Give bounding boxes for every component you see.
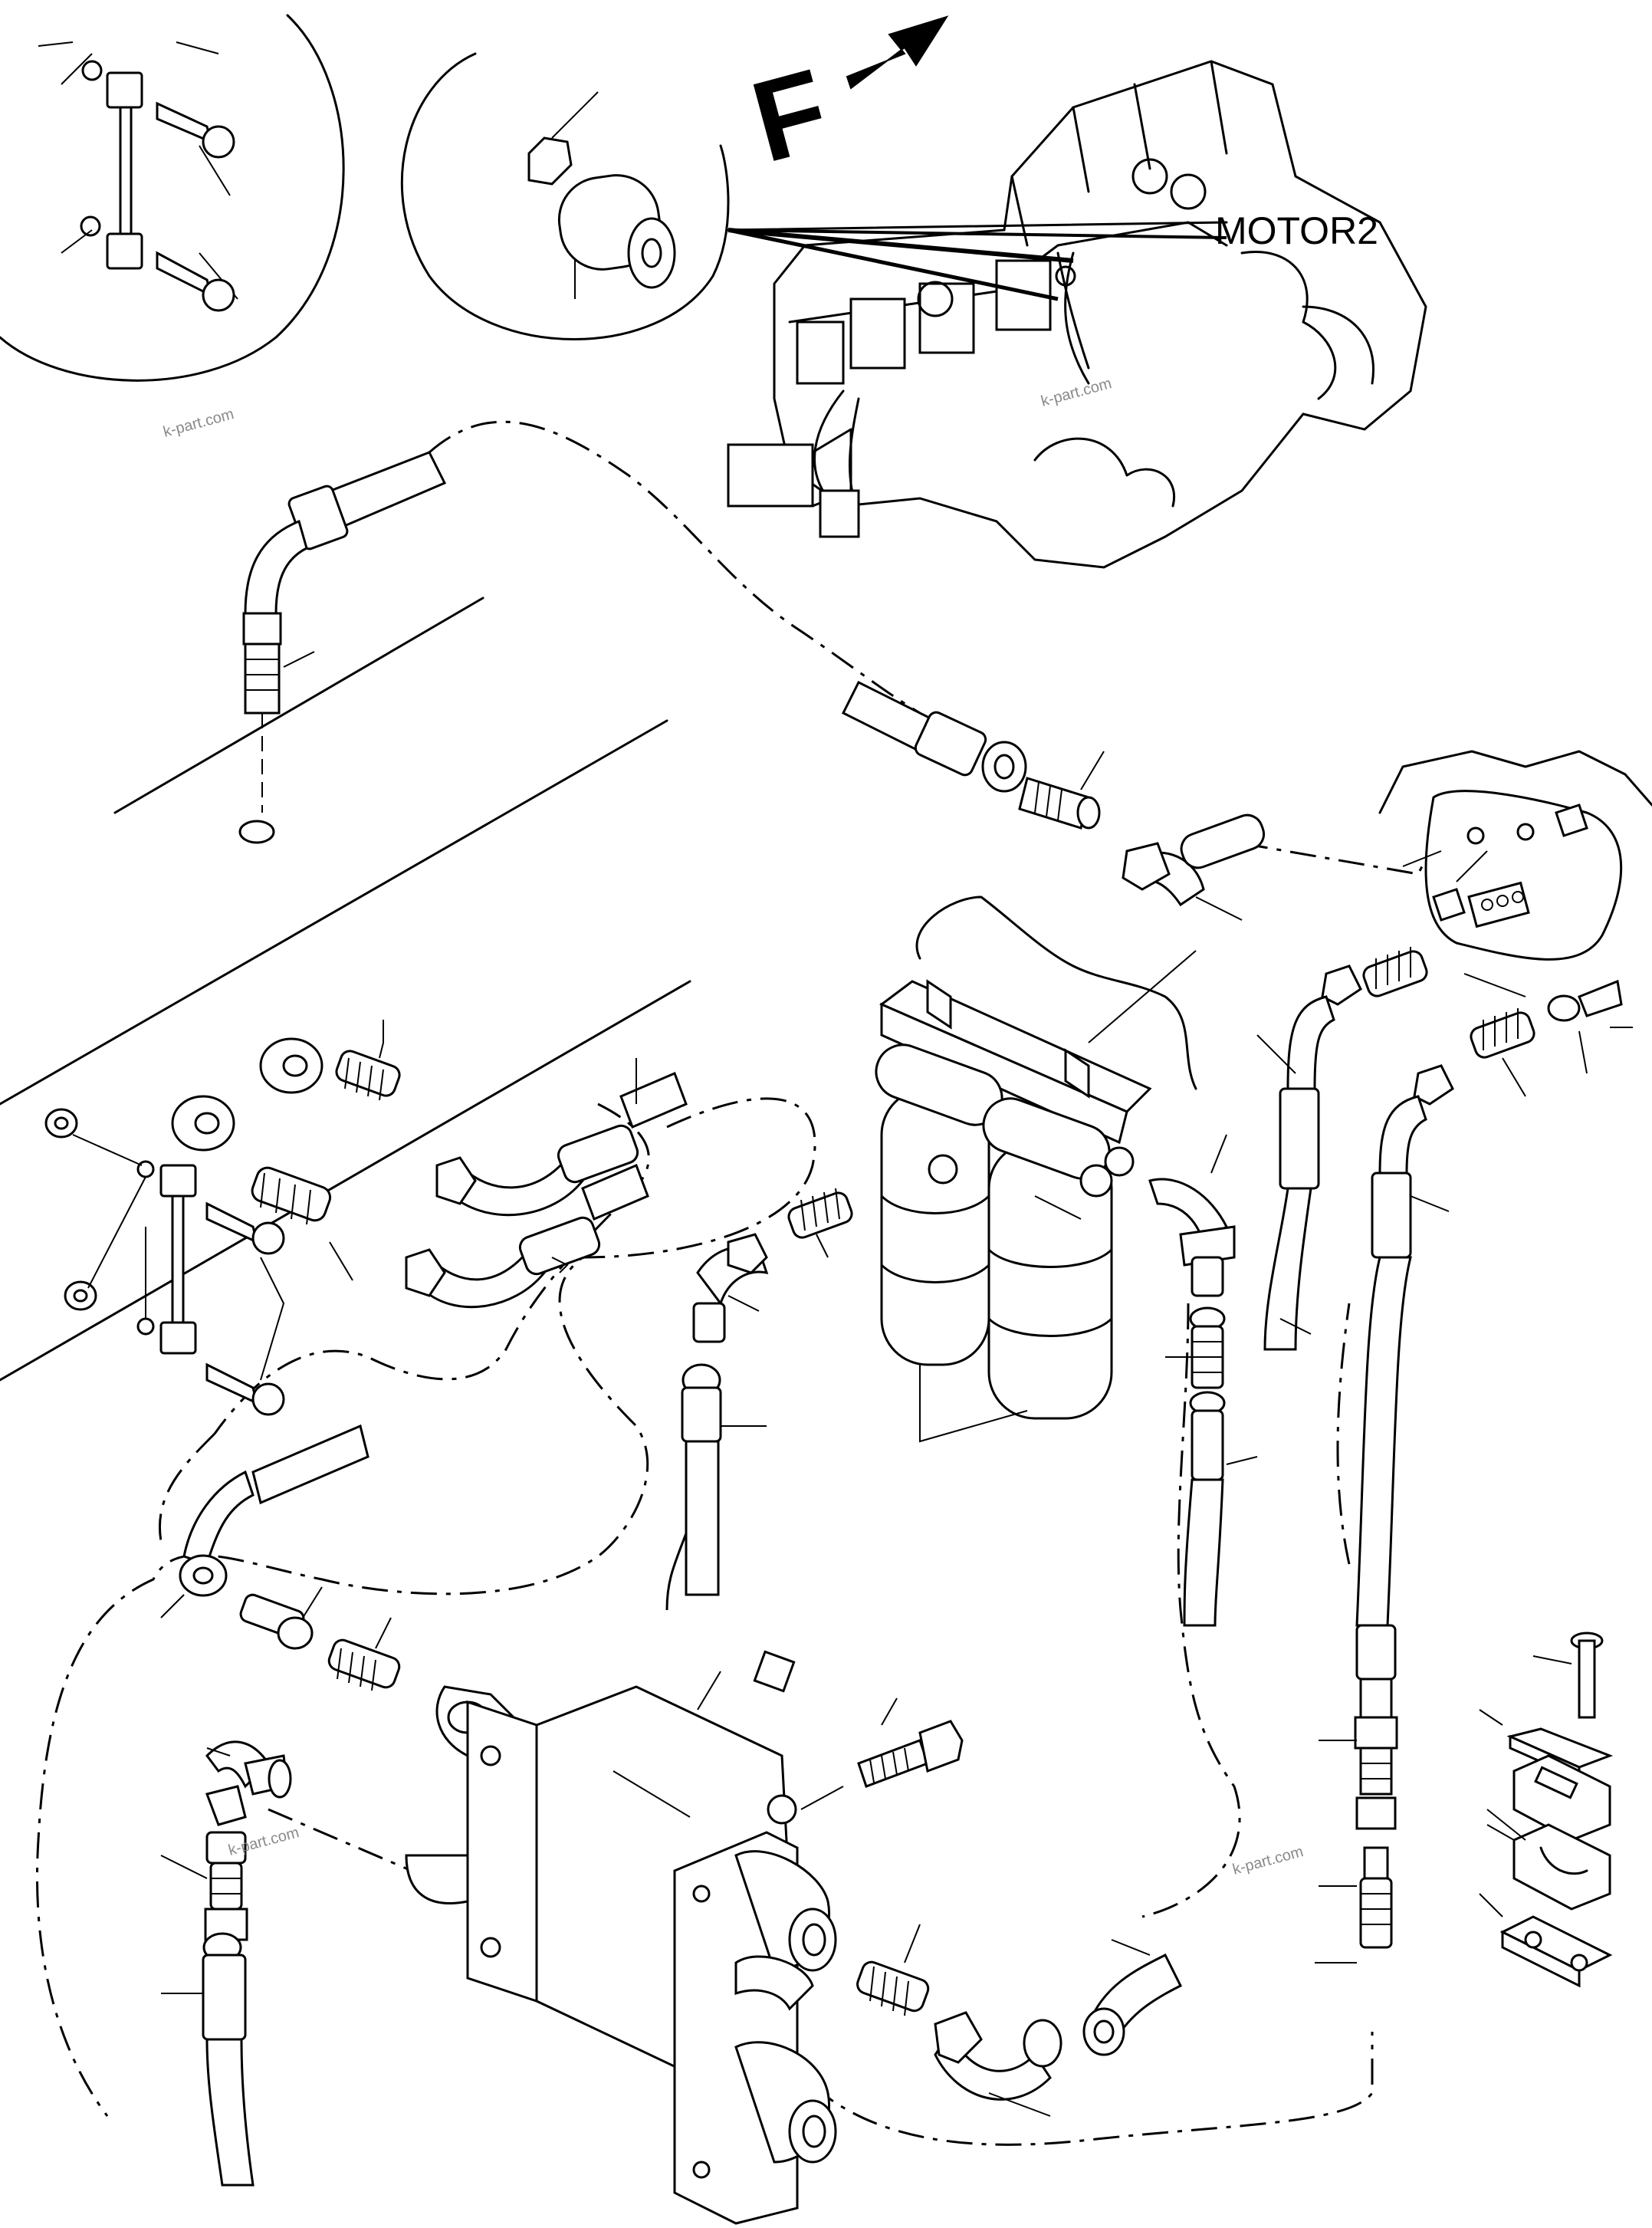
- hose-filter-right: [1148, 1134, 1258, 1627]
- clamp-kit: [1479, 1632, 1614, 1988]
- elbow-bottom: [856, 1924, 1183, 2117]
- hose-routing-dashed: [35, 420, 1435, 2146]
- hose-bottom-left: [160, 1740, 292, 2187]
- hose-filter-left: [665, 1188, 853, 1611]
- direction-marker: F: [740, 15, 949, 186]
- watermark-4: k-part.com: [1231, 1843, 1306, 1878]
- watermark-3: k-part.com: [227, 1824, 301, 1859]
- hose-top-left: [238, 451, 447, 844]
- valve-block: [405, 1650, 844, 2225]
- bolt-center: [857, 1697, 964, 1788]
- engine-block: [727, 60, 1427, 569]
- mounting-plate: [1378, 750, 1652, 997]
- hose-middle-upper: [841, 680, 1266, 921]
- filter-assembly: [875, 895, 1197, 1443]
- motor2-label: MOTOR2: [1215, 209, 1378, 252]
- direction-arrow-icon: [846, 15, 949, 90]
- solenoid-callout-lines: [727, 221, 1228, 301]
- detail-circle-bracket: [0, 14, 345, 382]
- connectors-middle-left: [171, 1020, 688, 1309]
- bracket-left-middle: [44, 1108, 285, 1416]
- reference-lines: [0, 596, 691, 1382]
- direction-letter: F: [740, 44, 841, 186]
- hose-lower-left: [160, 1424, 401, 1691]
- detail-circle-solenoid: [400, 52, 730, 340]
- hoses-right: [1256, 947, 1633, 1963]
- watermark-1: k-part.com: [162, 406, 236, 441]
